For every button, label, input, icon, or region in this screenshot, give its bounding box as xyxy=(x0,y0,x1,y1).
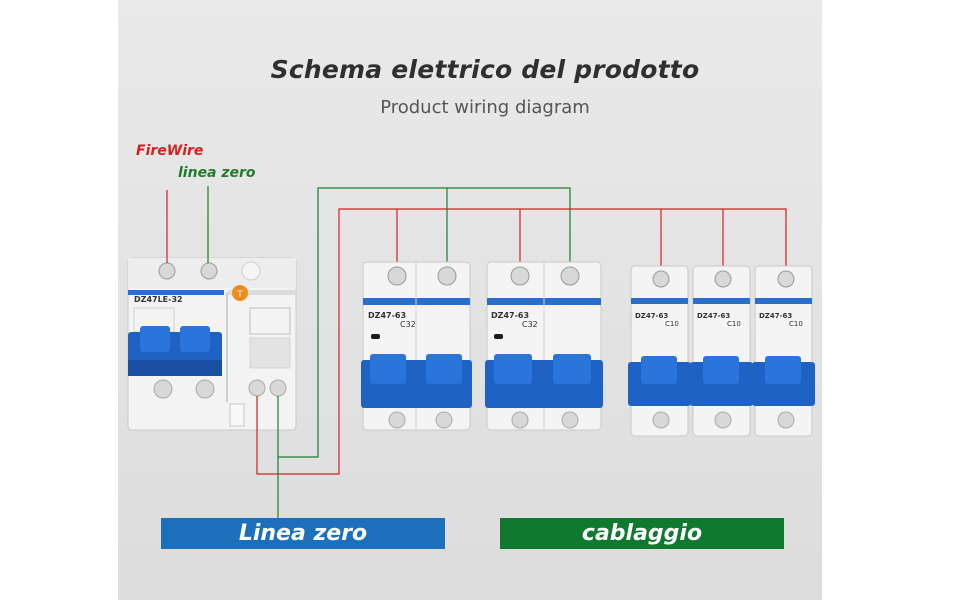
breaker-c10-1: DZ47-63 C10 xyxy=(628,265,691,437)
breaker-model-label: DZ47-63 xyxy=(697,312,730,320)
breaker-c10-3: DZ47-63 C10 xyxy=(752,265,815,437)
breaker-model-label: DZ47-63 xyxy=(759,312,792,320)
breaker-rating-label: C32 xyxy=(522,320,538,329)
breaker-rating-label: C10 xyxy=(789,320,803,328)
fire-wire-label: FireWire xyxy=(136,143,204,159)
breaker-rating-label: C32 xyxy=(400,320,416,329)
breaker-rating-label: C10 xyxy=(665,320,679,328)
breaker-rating-label: C10 xyxy=(727,320,741,328)
breaker-model-label: DZ47-63 xyxy=(491,311,529,320)
breaker-c32-1: DZ47-63 C32 xyxy=(361,261,472,431)
wiring-banner: cablaggio xyxy=(500,518,784,549)
fire-bus-wire xyxy=(256,208,787,475)
diagram-subtitle: Product wiring diagram xyxy=(380,97,590,118)
rcbo-breaker: T DZ47LE-32 xyxy=(127,257,297,431)
rcbo-model-label: DZ47LE-32 xyxy=(134,295,183,304)
neutral-wire-label: linea zero xyxy=(178,165,256,181)
breaker-c10-2: DZ47-63 C10 xyxy=(690,265,753,437)
neutral-bus-wire xyxy=(278,187,571,458)
test-button-icon xyxy=(232,285,248,301)
test-button-label: T xyxy=(236,290,243,300)
diagram-title: Schema elettrico del prodotto xyxy=(270,55,700,84)
breaker-c32-2: DZ47-63 C32 xyxy=(485,261,603,431)
breaker-model-label: DZ47-63 xyxy=(635,312,668,320)
breaker-model-label: DZ47-63 xyxy=(368,311,406,320)
neutral-line-banner: Linea zero xyxy=(161,518,445,549)
